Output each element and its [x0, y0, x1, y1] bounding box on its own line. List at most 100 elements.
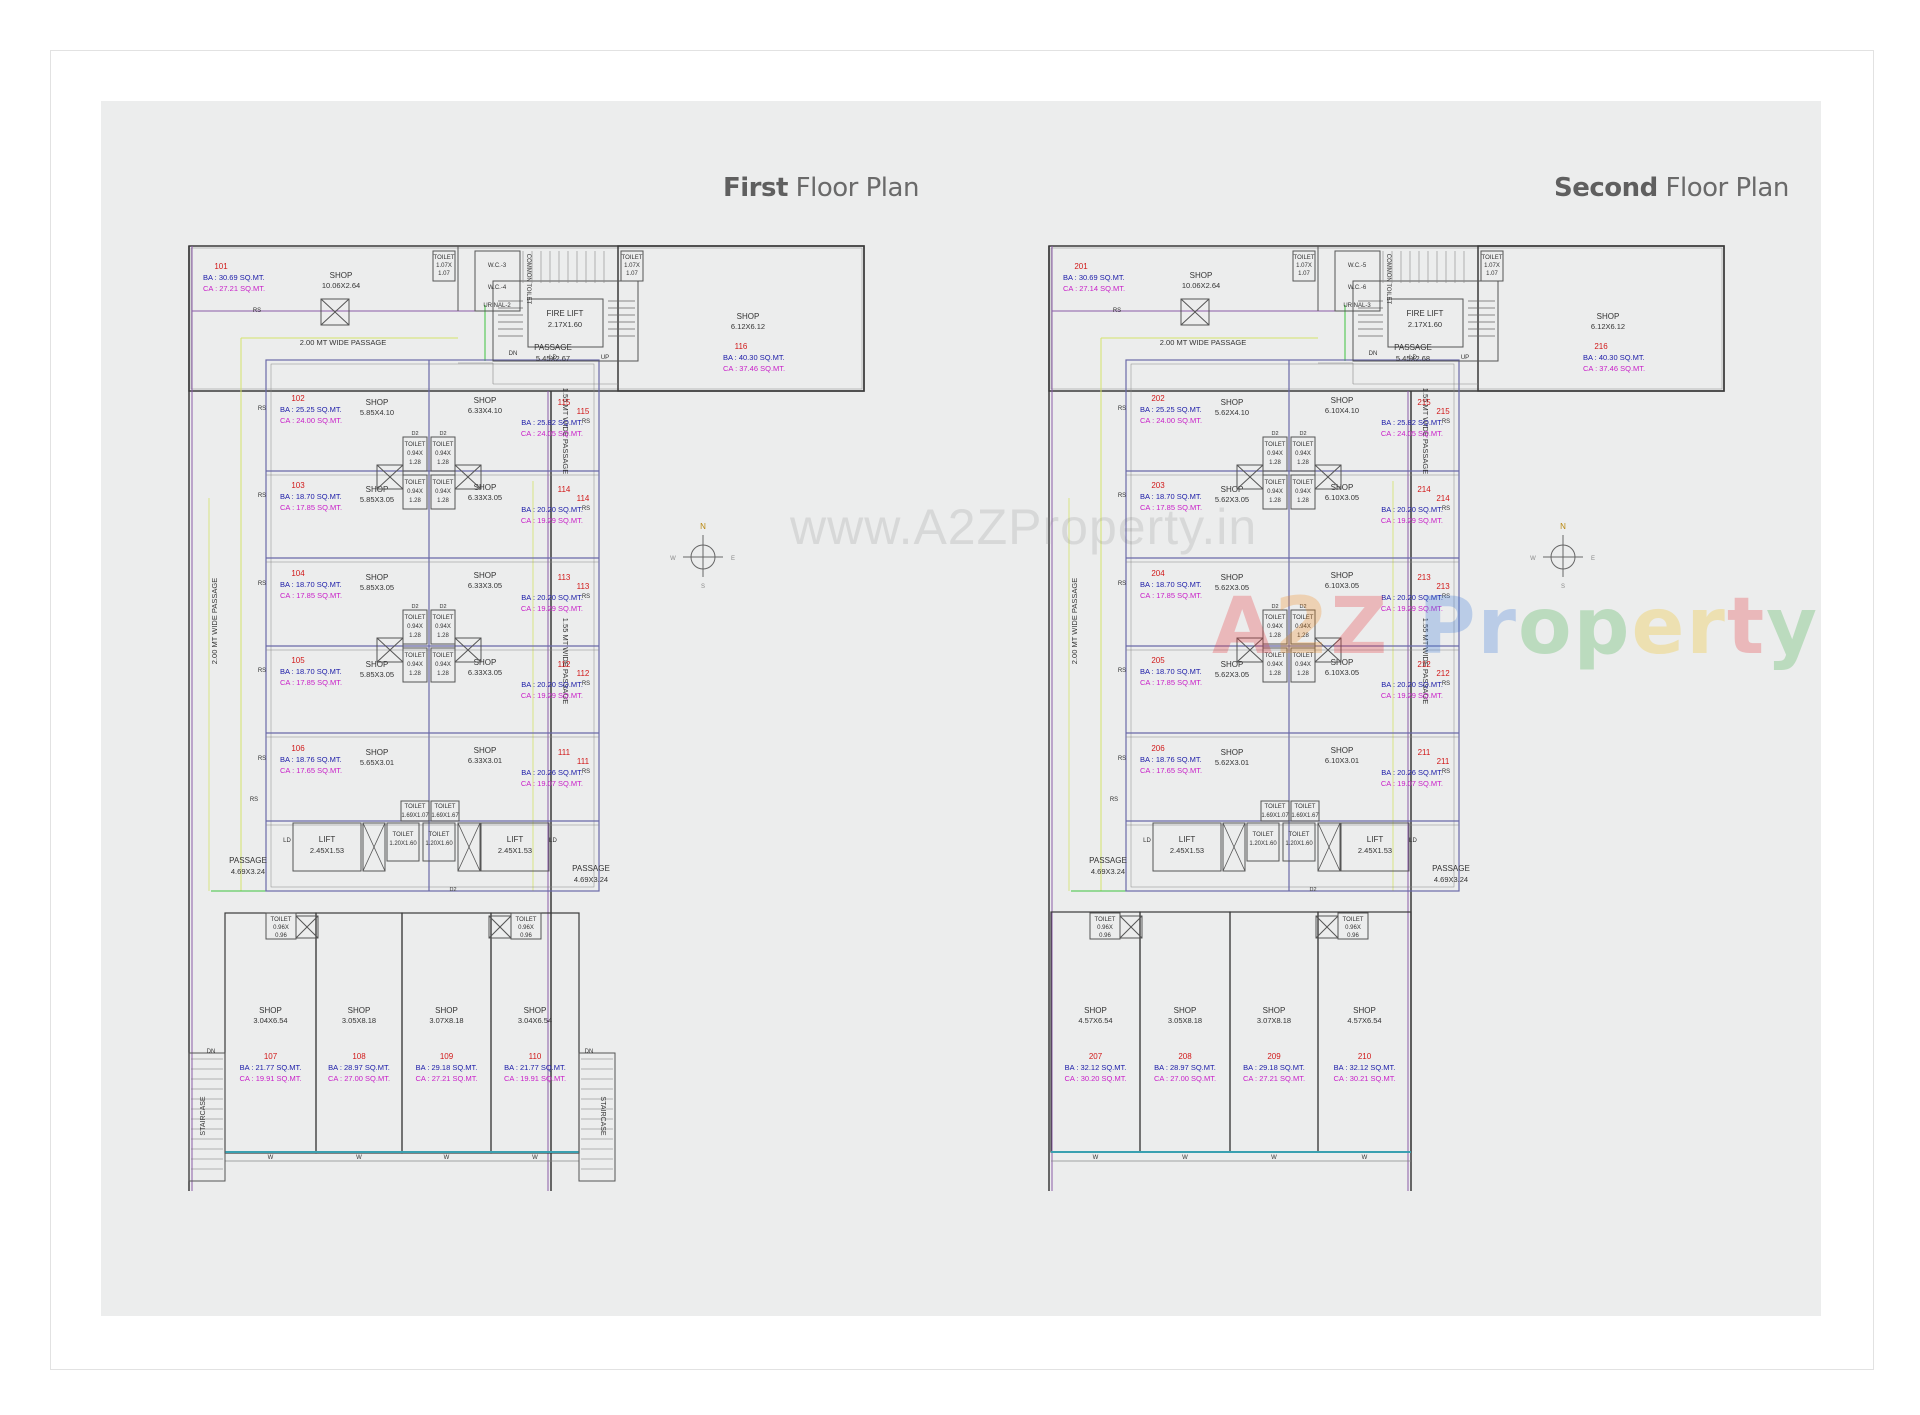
toilet-box: [1262, 436, 1288, 472]
unit-carpet-area: CA : 27.14 SQ.MT.: [1063, 284, 1125, 293]
up-label: UP: [1461, 355, 1469, 361]
ld-label: LD: [549, 355, 557, 361]
shaft-box: [1315, 915, 1339, 939]
unit-built-area: BA : 21.77 SQ.MT.: [240, 1063, 302, 1072]
unit-number: 115: [577, 407, 590, 416]
toilet-dimension: 0.94X: [435, 624, 451, 630]
compass-south: S: [701, 584, 705, 590]
toilet-label: TOILET: [1294, 255, 1315, 261]
toilet-dimension: 0.96X: [1097, 925, 1113, 931]
compass-west: W: [670, 556, 676, 562]
toilet-dimension: 0.96: [1099, 933, 1111, 939]
unit-built-area: BA : 18.70 SQ.MT.: [1140, 492, 1202, 501]
unit-carpet-area: CA : 27.21 SQ.MT.: [203, 284, 265, 293]
unit-number-right: 112: [558, 660, 571, 669]
toilet-box: [386, 822, 420, 862]
unit-built-area: BA : 18.70 SQ.MT.: [1140, 580, 1202, 589]
wc-block: [474, 250, 521, 312]
rs-label: RS: [258, 406, 266, 412]
toilet-dimension: 1.28: [437, 671, 449, 677]
bottom-shop-wall: [1139, 911, 1231, 1153]
toilet-label: TOILET: [271, 917, 292, 923]
shop-dimension: 6.10X4.10: [1325, 406, 1359, 415]
unit-carpet-area: CA : 24.05 SQ.MT.: [1381, 429, 1443, 438]
bottom-shop-wall: [1317, 911, 1412, 1153]
toilet-dimension: 1.07: [626, 271, 638, 277]
shop-dimension: 4.57X6.54: [1347, 1016, 1381, 1025]
unit-carpet-area: CA : 37.46 SQ.MT.: [1583, 364, 1645, 373]
shaft-cross: [1317, 822, 1341, 872]
logo-letter: o: [1518, 582, 1574, 672]
dn-label: DN: [1369, 351, 1378, 357]
inner-shop-block-inner: [270, 363, 595, 888]
shop-dimension: 6.33X3.05: [468, 668, 502, 677]
unit-built-area: BA : 30.69 SQ.MT.: [203, 273, 265, 282]
shop-dimension: 3.07X8.18: [1257, 1016, 1291, 1025]
toilet-box: [1260, 800, 1290, 822]
fire-lift-box: [1387, 298, 1464, 348]
wc-label: W.C.-3: [488, 263, 507, 269]
rs-label: RS: [1118, 756, 1126, 762]
lift-dimension: 2.45X1.53: [498, 846, 532, 855]
unit-carpet-area: CA : 19.29 SQ.MT.: [521, 691, 583, 700]
unit-built-area: BA : 18.70 SQ.MT.: [280, 667, 342, 676]
ld-label: LD: [283, 838, 291, 844]
toilet-box: [1290, 474, 1316, 510]
rs-label: RS: [1442, 769, 1450, 775]
unit-number: 207: [1089, 1052, 1103, 1061]
shaft-box: [1314, 464, 1342, 490]
toilet-dimension: 0.94X: [407, 624, 423, 630]
toilet-dimension: 1.28: [1297, 671, 1309, 677]
toilet-dimension: 1.20X1.60: [425, 841, 453, 847]
unit-built-area: BA : 20.20 SQ.MT.: [1381, 680, 1443, 689]
bottom-shop-wall: [224, 912, 317, 1154]
logo-letter: A: [1212, 582, 1275, 672]
toilet-dimension: 1.28: [437, 633, 449, 639]
toilet-label: TOILET: [433, 442, 454, 448]
shaft-cross: [362, 822, 386, 872]
shop-dimension: 6.33X3.05: [468, 581, 502, 590]
unit-built-area: BA : 20.20 SQ.MT.: [521, 680, 583, 689]
window-label: W: [532, 1155, 538, 1161]
shaft-box: [376, 464, 404, 490]
passage-155-label-vertical: 1.55 MT WIDE PASSAGE: [561, 618, 570, 704]
toilet-dimension: 1.28: [1269, 633, 1281, 639]
unit-built-area: BA : 28.97 SQ.MT.: [1154, 1063, 1216, 1072]
unit-number: 201: [1074, 262, 1088, 271]
shop-label: SHOP: [524, 1006, 547, 1015]
shaft-box: [1314, 637, 1342, 663]
inner-shop-block: [265, 359, 600, 892]
toilet-label: TOILET: [429, 832, 450, 838]
shaft-cross: [1222, 822, 1246, 872]
fire-lift-label: FIRE LIFT: [547, 309, 584, 318]
shop-dimension: 6.33X3.01: [468, 756, 502, 765]
toilet-label: TOILET: [622, 255, 643, 261]
bottom-shop-wall: [401, 912, 492, 1154]
toilet-box: [430, 647, 456, 683]
window-label: W: [1271, 1155, 1277, 1161]
shop-dimension: 10.06X2.64: [1182, 281, 1220, 290]
rs-label: RS: [1118, 406, 1126, 412]
outer-wall-top-inner: [1050, 247, 1723, 390]
unit-built-area: BA : 25.82 SQ.MT.: [1381, 418, 1443, 427]
toilet-dimension: 0.96X: [273, 925, 289, 931]
shop-dimension: 5.85X3.05: [360, 583, 394, 592]
passage-dimension: 4.69X3.24: [574, 875, 608, 884]
unit-built-area: BA : 20.20 SQ.MT.: [521, 505, 583, 514]
toilet-box: [430, 474, 456, 510]
window-label: W: [356, 1155, 362, 1161]
passage-label: PASSAGE: [1394, 343, 1432, 352]
unit-carpet-area: CA : 30.20 SQ.MT.: [1064, 1074, 1126, 1083]
lift-shaft: [362, 822, 386, 872]
dn-label: DN: [509, 351, 518, 357]
toilet-label: TOILET: [1265, 442, 1286, 448]
toilet-dimension: 0.96X: [518, 925, 534, 931]
toilet-dimension: 1.20X1.60: [1285, 841, 1313, 847]
unit-number: 204: [1151, 569, 1165, 578]
rs-label: RS: [1110, 797, 1118, 803]
toilet-label: TOILET: [1265, 480, 1286, 486]
rs-label: RS: [1442, 594, 1450, 600]
toilet-box: [1262, 474, 1288, 510]
shop-dimension: 5.62X4.10: [1215, 408, 1249, 417]
rs-label: RS: [1118, 493, 1126, 499]
